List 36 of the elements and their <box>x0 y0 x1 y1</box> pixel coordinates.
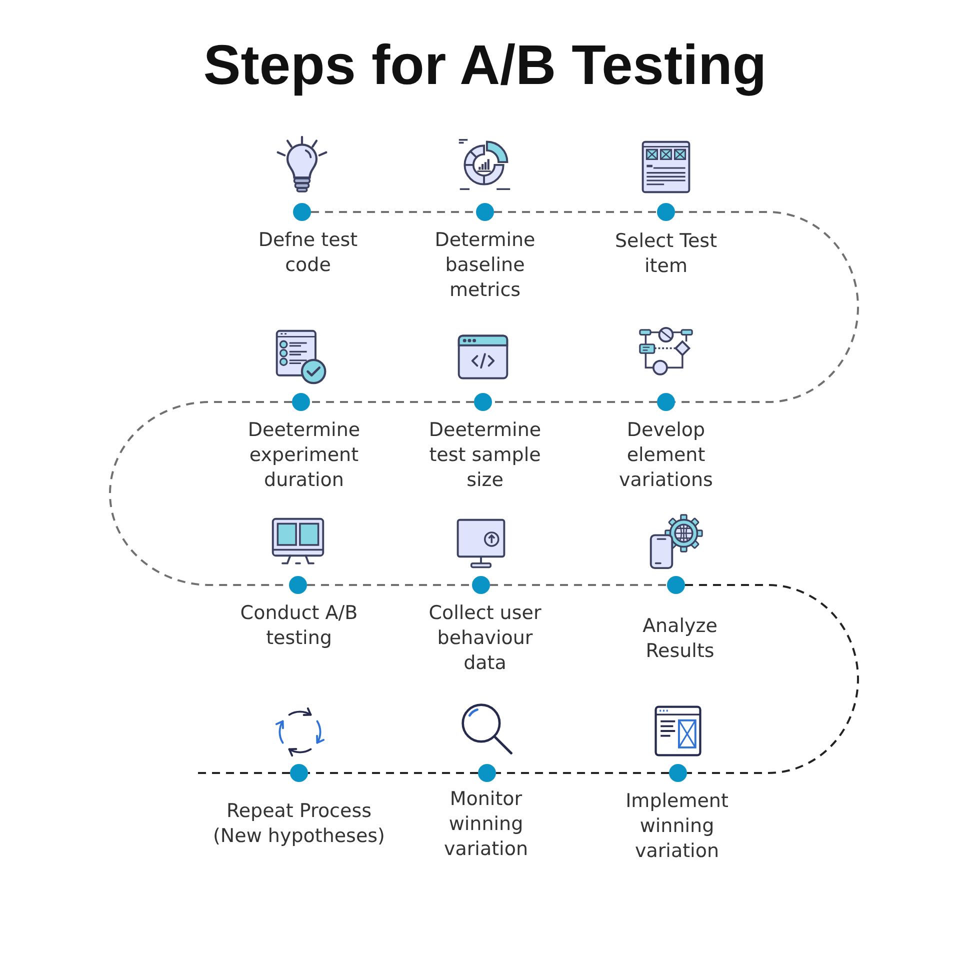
dashed-connector <box>310 401 474 403</box>
dashed-connector <box>311 211 476 213</box>
dashed-connector <box>308 772 478 774</box>
dashed-connector <box>307 584 472 586</box>
dashed-connector <box>496 772 669 774</box>
step-label: Deetermine test sample size <box>428 418 542 493</box>
timeline-dot <box>657 203 675 221</box>
step-label: Collect user behaviour data <box>428 601 542 676</box>
timeline-dot <box>293 203 311 221</box>
dashed-connector <box>685 584 859 774</box>
timeline-dot <box>472 576 490 594</box>
timeline-dot <box>474 393 492 411</box>
dashed-connector <box>494 211 657 213</box>
step-label: Deetermine experiment duration <box>246 418 362 493</box>
step-label: Conduct A/B testing <box>239 601 359 651</box>
timeline-dot <box>667 576 685 594</box>
dashed-connector <box>492 401 657 403</box>
timeline-dot <box>292 393 310 411</box>
step-label: Repeat Process (New hypotheses) <box>212 799 386 849</box>
timeline-dot <box>478 764 496 782</box>
dashed-connector <box>109 401 292 586</box>
step-label: Analyze Results <box>642 614 718 664</box>
timeline-dot <box>657 393 675 411</box>
timeline-dot <box>290 764 308 782</box>
timeline-dot <box>289 576 307 594</box>
step-label: Monitor winning variation <box>442 787 529 862</box>
dashed-connector <box>490 584 667 586</box>
step-label: Defne test code <box>257 228 359 278</box>
step-label: Select Test item <box>614 229 718 279</box>
timeline-dot <box>476 203 494 221</box>
step-label: Implement winning variation <box>624 789 730 864</box>
step-label: Determine baseline metrics <box>434 228 536 303</box>
title: Steps for A/B Testing <box>202 33 768 97</box>
step-label: Develop element variations <box>618 418 714 493</box>
timeline-dot <box>669 764 687 782</box>
dashed-connector <box>675 211 859 403</box>
